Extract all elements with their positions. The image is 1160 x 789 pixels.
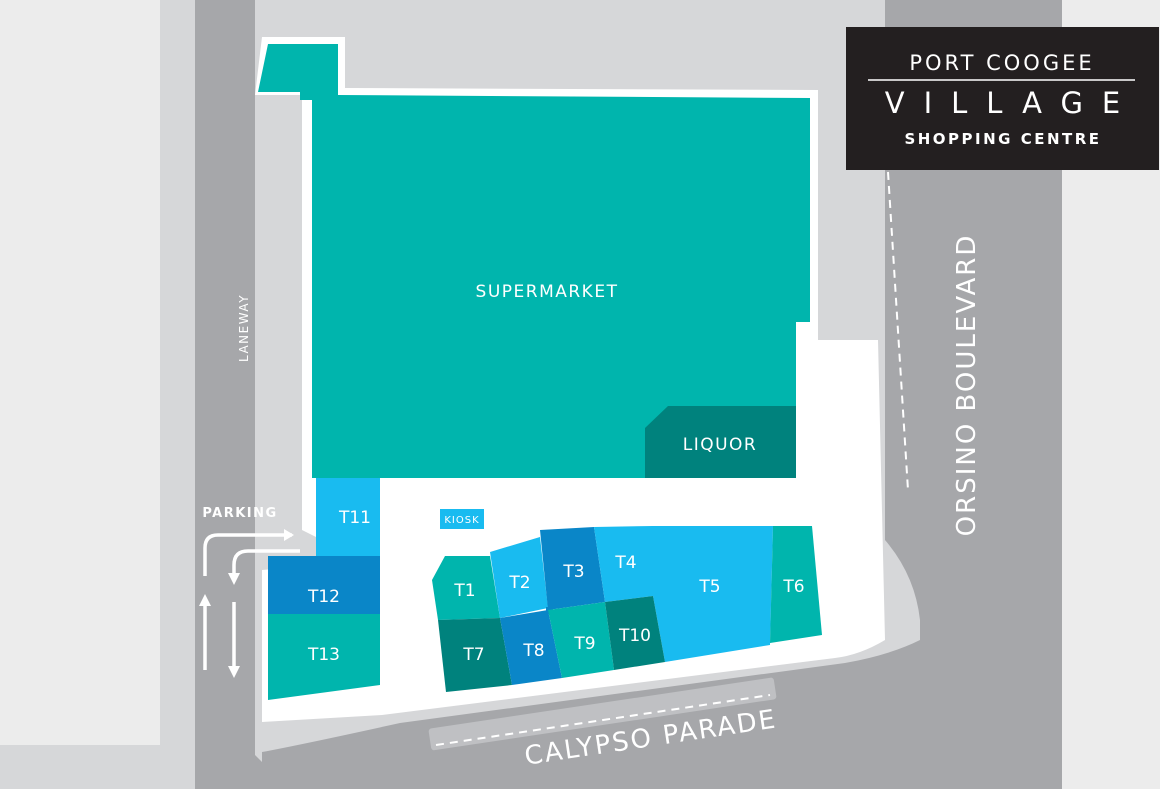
parking-label: PARKING xyxy=(202,506,277,521)
t8-label: T8 xyxy=(522,641,544,661)
logo-line-port-coogee: PORT COOGEE xyxy=(909,51,1094,75)
logo-box xyxy=(846,27,1159,170)
t3-unit xyxy=(540,527,605,610)
liquor-label: LIQUOR xyxy=(683,435,758,455)
logo-line-shopping-centre: SHOPPING CENTRE xyxy=(904,130,1101,148)
logo-line-village: VILLAGE xyxy=(885,86,1140,120)
t12-label: T12 xyxy=(307,587,340,607)
t7-unit xyxy=(438,618,512,692)
t3-label: T3 xyxy=(562,562,584,582)
t6-label: T6 xyxy=(782,577,804,597)
t10-label: T10 xyxy=(618,626,651,646)
t1-label: T1 xyxy=(453,581,475,601)
left-plot xyxy=(0,0,160,745)
t2-label: T2 xyxy=(508,573,530,593)
t9-unit xyxy=(548,602,614,678)
t4-label: T4 xyxy=(614,553,636,573)
calypso-median xyxy=(428,677,777,751)
t11-label: T11 xyxy=(338,508,371,528)
t10-unit xyxy=(605,596,665,670)
orsino-road-marking xyxy=(887,171,909,491)
t9-label: T9 xyxy=(573,634,595,654)
laneway-label: LANEWAY xyxy=(237,294,251,362)
t6-unit xyxy=(770,526,822,643)
t7-label: T7 xyxy=(462,645,484,665)
t11-unit xyxy=(316,478,380,556)
t4-unit xyxy=(594,526,653,602)
orsino-boulevard-road xyxy=(885,0,1062,789)
t8-unit xyxy=(500,610,562,685)
kiosk-label: KIOSK xyxy=(444,515,479,526)
t13-unit xyxy=(268,614,380,700)
liquor-unit xyxy=(645,406,796,478)
t12-unit xyxy=(268,556,380,614)
t13-label: T13 xyxy=(307,645,340,665)
supermarket-label: SUPERMARKET xyxy=(476,282,619,302)
t5-label: T5 xyxy=(698,577,720,597)
t2-unit xyxy=(490,537,548,618)
t5-unit xyxy=(653,526,773,662)
supermarket-unit xyxy=(258,44,810,478)
orsino-boulevard-label: ORSINO BOULEVARD xyxy=(952,234,982,537)
t1-unit xyxy=(432,556,500,620)
kiosk-unit xyxy=(440,509,484,529)
parking-arrows xyxy=(199,529,300,678)
calypso-road-marking xyxy=(435,694,771,746)
laneway-road xyxy=(195,0,292,789)
